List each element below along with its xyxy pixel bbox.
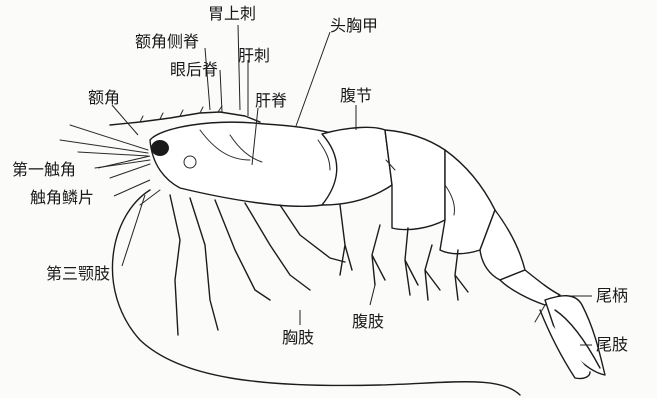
label-carapace: 头胸甲	[330, 18, 378, 34]
label-pleopod: 腹肢	[352, 314, 384, 330]
pereiopods	[140, 190, 345, 335]
label-hepatic-carina: 肝脊	[255, 93, 287, 109]
label-hepatic-spine: 肝刺	[238, 48, 270, 64]
label-gastric-spine: 胃上刺	[208, 6, 256, 22]
label-first-antenna: 第一触角	[12, 162, 76, 178]
label-rostrum: 额角	[88, 90, 120, 106]
label-postorbital-carina: 眼后脊	[170, 62, 218, 78]
eye	[151, 140, 169, 156]
carapace-shape	[150, 122, 340, 206]
label-scaphocerite: 触角鳞片	[30, 190, 94, 206]
label-telson: 尾柄	[596, 288, 628, 304]
label-uropod: 尾肢	[596, 337, 628, 353]
label-rostrum-lateral-carina: 额角侧脊	[135, 34, 199, 50]
tail-fan	[535, 296, 605, 379]
label-pereiopod: 胸肢	[282, 330, 314, 346]
label-abdominal-segment: 腹节	[340, 88, 372, 104]
abdomen	[318, 127, 560, 305]
label-third-maxilliped: 第三颚肢	[46, 266, 110, 282]
